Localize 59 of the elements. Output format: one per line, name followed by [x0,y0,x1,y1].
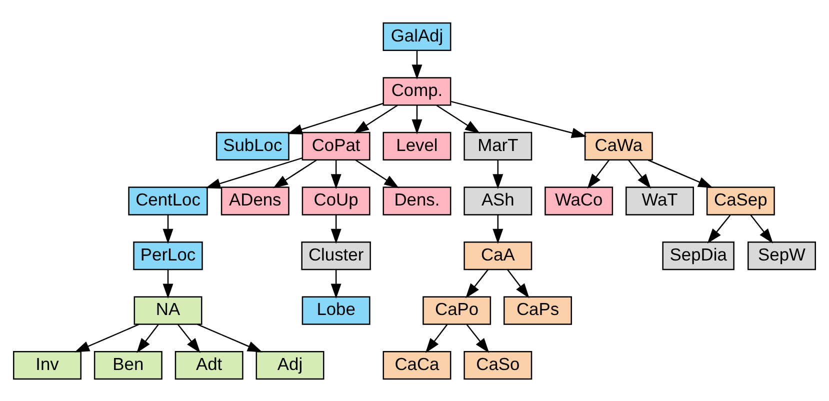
arrow [74,323,140,352]
arrow [507,268,530,298]
arrow [450,100,587,138]
node-box: Cluster [301,240,371,270]
arrow [628,159,652,188]
arrow [330,160,342,189]
node-box: Comp. [382,76,452,106]
arrow [587,159,610,188]
node-box: WaT [626,186,694,215]
arrow [425,324,448,353]
node-box: PerLoc [133,240,203,270]
node-box: Dens. [382,186,452,215]
node-box: Level [382,131,452,160]
arrow [355,159,400,188]
arrow [197,323,262,352]
node-box: GalAdj [382,22,452,50]
node-box: CaSep [706,186,775,215]
arrow [330,214,342,244]
node-box: WaCo [544,186,614,215]
arrow [648,159,714,188]
node-box: SepW [748,240,816,270]
arrow [162,214,174,244]
node-box: CaA [464,240,532,270]
node-box: SubLoc [216,131,290,160]
node-box: CaCa [382,350,452,380]
arrow [272,159,317,188]
node-box: Lobe [302,296,370,324]
node-box: CaPs [504,296,572,324]
arrow [492,214,504,244]
node-box: Adt [174,350,244,380]
node-box: CoPat [302,131,370,160]
arrow [136,324,159,353]
arrow [466,268,488,298]
arrow [412,104,422,134]
node-box: Ben [94,350,162,380]
arrow [436,104,480,133]
arrow [492,160,504,189]
node-box: CaSo [464,350,532,380]
arrow [162,269,174,298]
arrow [287,102,384,134]
arrow [354,104,398,133]
node-box: ADens [220,186,290,215]
node-box: Adj [256,350,324,380]
node-box: CoUp [302,186,370,215]
node-box: CaWa [584,131,653,160]
node-box: MarT [464,131,532,160]
node-box: CaPo [422,296,492,324]
arrow [466,324,490,353]
arrow [412,50,422,80]
node-box: SepDia [662,240,734,270]
node-box: ASh [464,186,532,215]
arrow [205,156,302,188]
arrow [707,214,731,243]
node-box: CentLoc [128,186,208,215]
arrow [330,269,342,298]
arrow [750,214,774,243]
node-box: NA [134,296,202,324]
arrow [177,324,200,353]
node-box: Inv [13,350,82,380]
